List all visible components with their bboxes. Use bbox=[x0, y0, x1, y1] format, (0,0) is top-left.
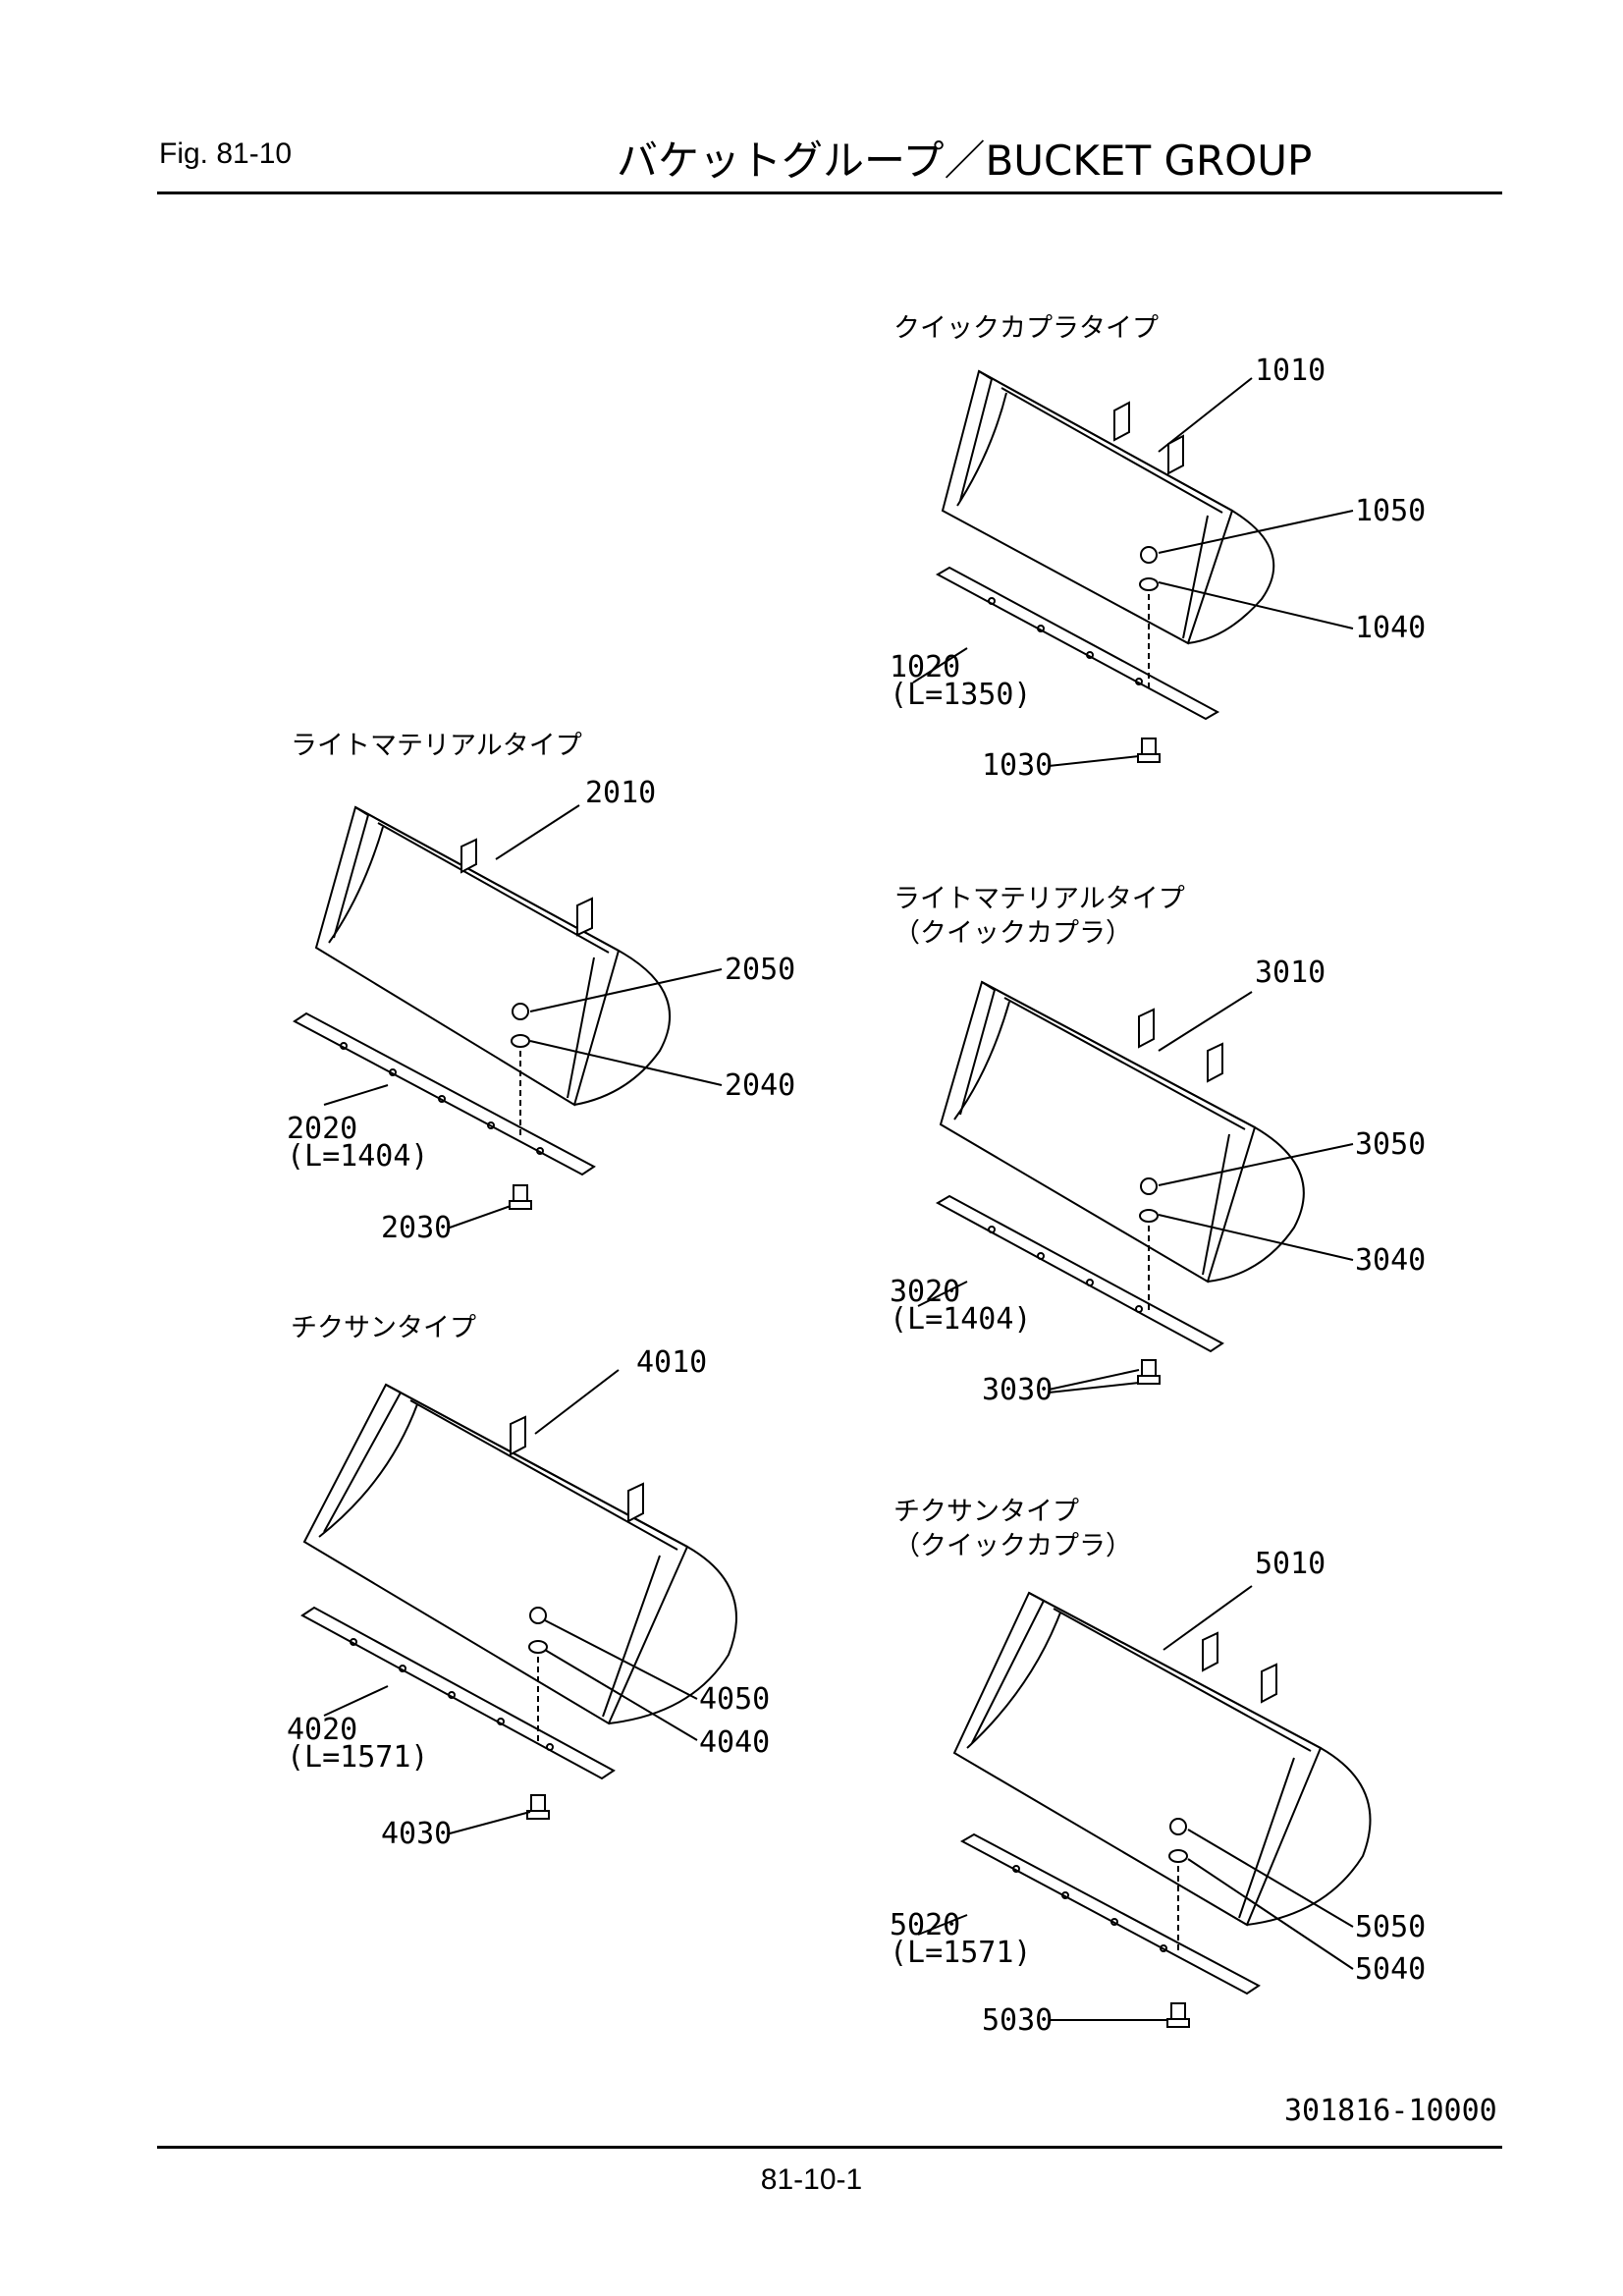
bucket-5010 bbox=[952, 1591, 1372, 1927]
hardware-2030-2050 bbox=[509, 1003, 532, 1210]
cutting-edge-2020 bbox=[293, 1011, 596, 1176]
part-label-3010: 3010 bbox=[1255, 956, 1326, 990]
hardware-3030-3050 bbox=[1137, 1177, 1161, 1385]
bucket-3010 bbox=[939, 980, 1305, 1284]
part-label-3050: 3050 bbox=[1355, 1127, 1427, 1162]
drawing-number: 301816-10000 bbox=[1284, 2094, 1497, 2128]
part-label-4010: 4010 bbox=[636, 1345, 708, 1380]
cutting-edge-1020 bbox=[935, 566, 1220, 721]
section-label-chikusan-qc: チクサンタイプ bbox=[893, 1497, 1079, 1527]
part-label-2020: 2020 bbox=[287, 1112, 358, 1146]
part-label-5030: 5030 bbox=[982, 2003, 1054, 2038]
part-label-4050: 4050 bbox=[699, 1682, 771, 1717]
part-label-1020-length: (L=1350) bbox=[890, 678, 1032, 712]
part-label-1050: 1050 bbox=[1355, 494, 1427, 528]
section-label-light-material: ライトマテリアルタイプ bbox=[291, 731, 582, 761]
bucket-4010 bbox=[302, 1383, 737, 1725]
part-label-4020-length: (L=1571) bbox=[287, 1740, 429, 1775]
bucket-1010 bbox=[941, 369, 1275, 645]
part-label-4020: 4020 bbox=[287, 1713, 358, 1747]
part-label-2030: 2030 bbox=[381, 1211, 453, 1245]
part-label-3040: 3040 bbox=[1355, 1243, 1427, 1278]
page-number: 81-10-1 bbox=[760, 2163, 863, 2196]
cutting-edge-3020 bbox=[935, 1194, 1224, 1353]
part-label-3020: 3020 bbox=[890, 1275, 961, 1309]
part-label-5020: 5020 bbox=[890, 1908, 961, 1942]
hardware-4030-4050 bbox=[526, 1607, 550, 1820]
hardware-5030-5050 bbox=[1166, 1818, 1190, 2028]
leader-lines-4 bbox=[323, 1369, 698, 1834]
cutting-edge-4020 bbox=[300, 1606, 616, 1780]
part-label-5020-length: (L=1571) bbox=[890, 1936, 1032, 1970]
part-label-5010: 5010 bbox=[1255, 1547, 1326, 1581]
header-rule bbox=[157, 191, 1502, 194]
bucket-2010 bbox=[314, 805, 671, 1107]
leader-lines-5 bbox=[917, 1585, 1354, 2021]
part-label-1010: 1010 bbox=[1255, 354, 1326, 388]
part-label-5040: 5040 bbox=[1355, 1952, 1427, 1987]
page-title: バケットグループ／BUCKET GROUP bbox=[617, 137, 1313, 185]
part-label-2050: 2050 bbox=[725, 953, 796, 987]
part-label-1020: 1020 bbox=[890, 650, 961, 684]
section-label-light-material-qc: ライトマテリアルタイプ bbox=[893, 884, 1185, 914]
leader-lines-2 bbox=[323, 804, 723, 1229]
leader-lines-1 bbox=[912, 377, 1354, 767]
hardware-1030-1050 bbox=[1137, 546, 1161, 763]
part-label-1040: 1040 bbox=[1355, 611, 1427, 645]
part-label-4040: 4040 bbox=[699, 1725, 771, 1760]
part-label-3020-length: (L=1404) bbox=[890, 1302, 1032, 1337]
section-label-quick-coupler: クイックカプラタイプ bbox=[893, 313, 1159, 344]
cutting-edge-5020 bbox=[959, 1832, 1261, 1995]
leader-lines-3 bbox=[917, 991, 1354, 1394]
part-label-5050: 5050 bbox=[1355, 1910, 1427, 1944]
part-label-2020-length: (L=1404) bbox=[287, 1139, 429, 1174]
part-label-4030: 4030 bbox=[381, 1817, 453, 1851]
part-label-1030: 1030 bbox=[982, 748, 1054, 783]
figure-number: Fig. 81-10 bbox=[159, 137, 293, 170]
part-label-2040: 2040 bbox=[725, 1068, 796, 1103]
footer-rule bbox=[157, 2146, 1502, 2149]
section-label-chikusan-qc-sub: （クイックカプラ） bbox=[893, 1531, 1132, 1561]
part-label-2010: 2010 bbox=[585, 776, 657, 810]
section-label-chikusan: チクサンタイプ bbox=[291, 1313, 476, 1343]
section-label-light-material-qc-sub: （クイックカプラ） bbox=[893, 918, 1132, 949]
part-label-3030: 3030 bbox=[982, 1373, 1054, 1407]
